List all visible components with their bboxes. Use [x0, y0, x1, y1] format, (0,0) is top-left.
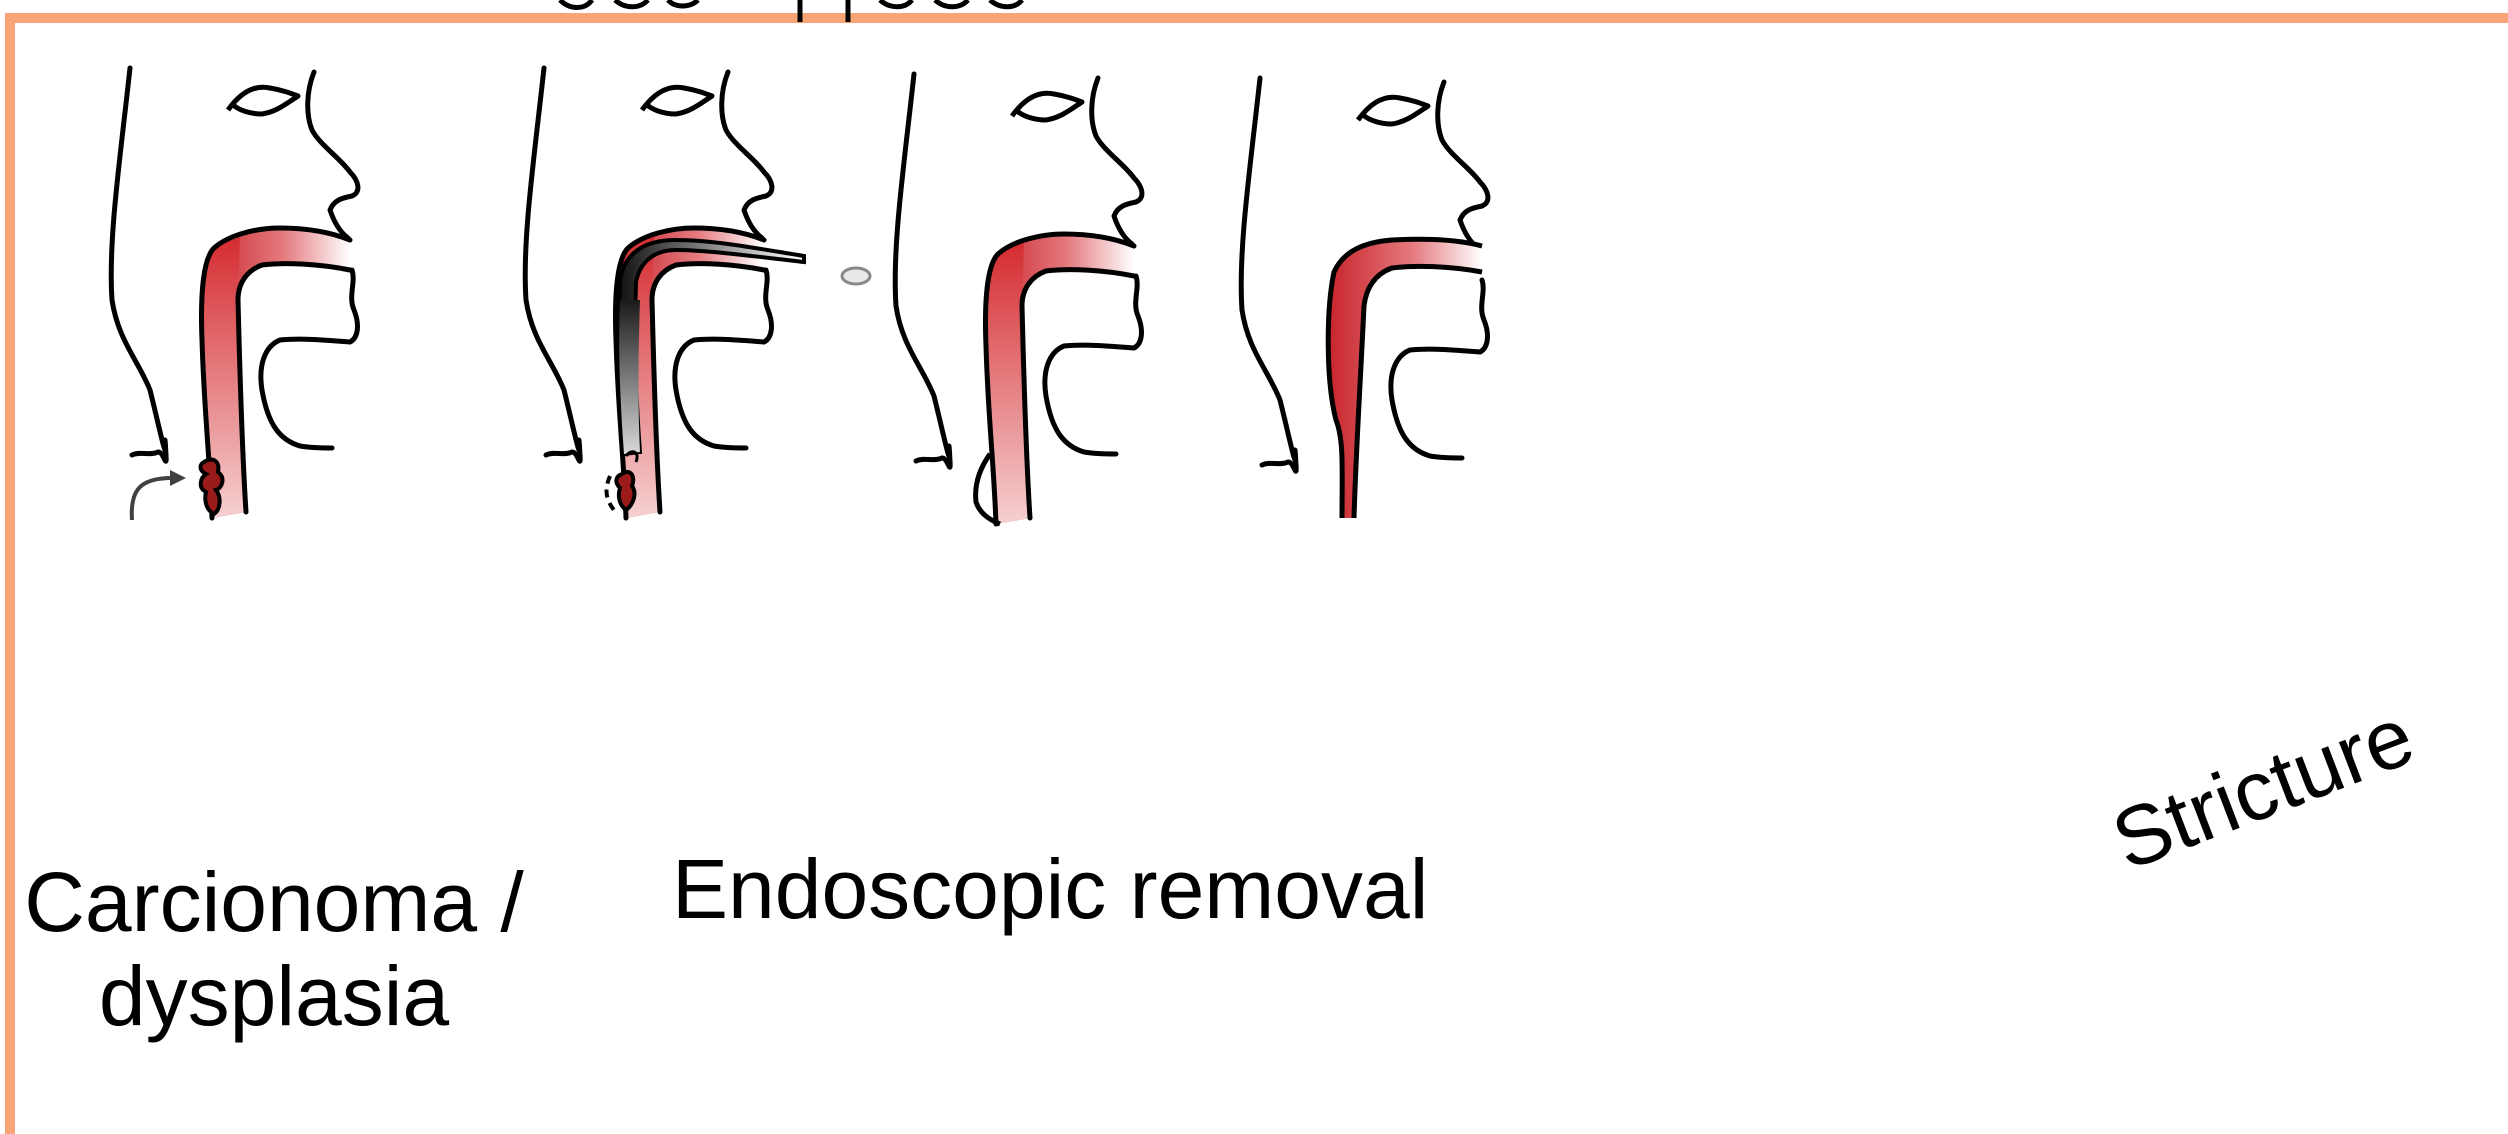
curved-arrow-icon — [132, 478, 172, 520]
label-carcinoma-dysplasia: Carcionoma / dysplasia — [14, 855, 534, 1043]
panel-stricture — [1241, 78, 1488, 518]
panel-carcinoma — [111, 68, 358, 520]
esophagus-tract — [202, 228, 351, 518]
stricture-tract — [1328, 239, 1482, 518]
carcinoma-lesion-icon — [201, 460, 223, 514]
label-carcinoma-line1: Carcionoma / — [14, 855, 534, 949]
panel-post-removal — [895, 74, 1142, 524]
esophagus-tract — [986, 234, 1135, 524]
label-endoscopic-removal: Endoscopic removal — [672, 842, 1428, 936]
label-carcinoma-line2: dysplasia — [14, 949, 534, 1043]
panel-endoscopic-removal — [525, 68, 870, 518]
